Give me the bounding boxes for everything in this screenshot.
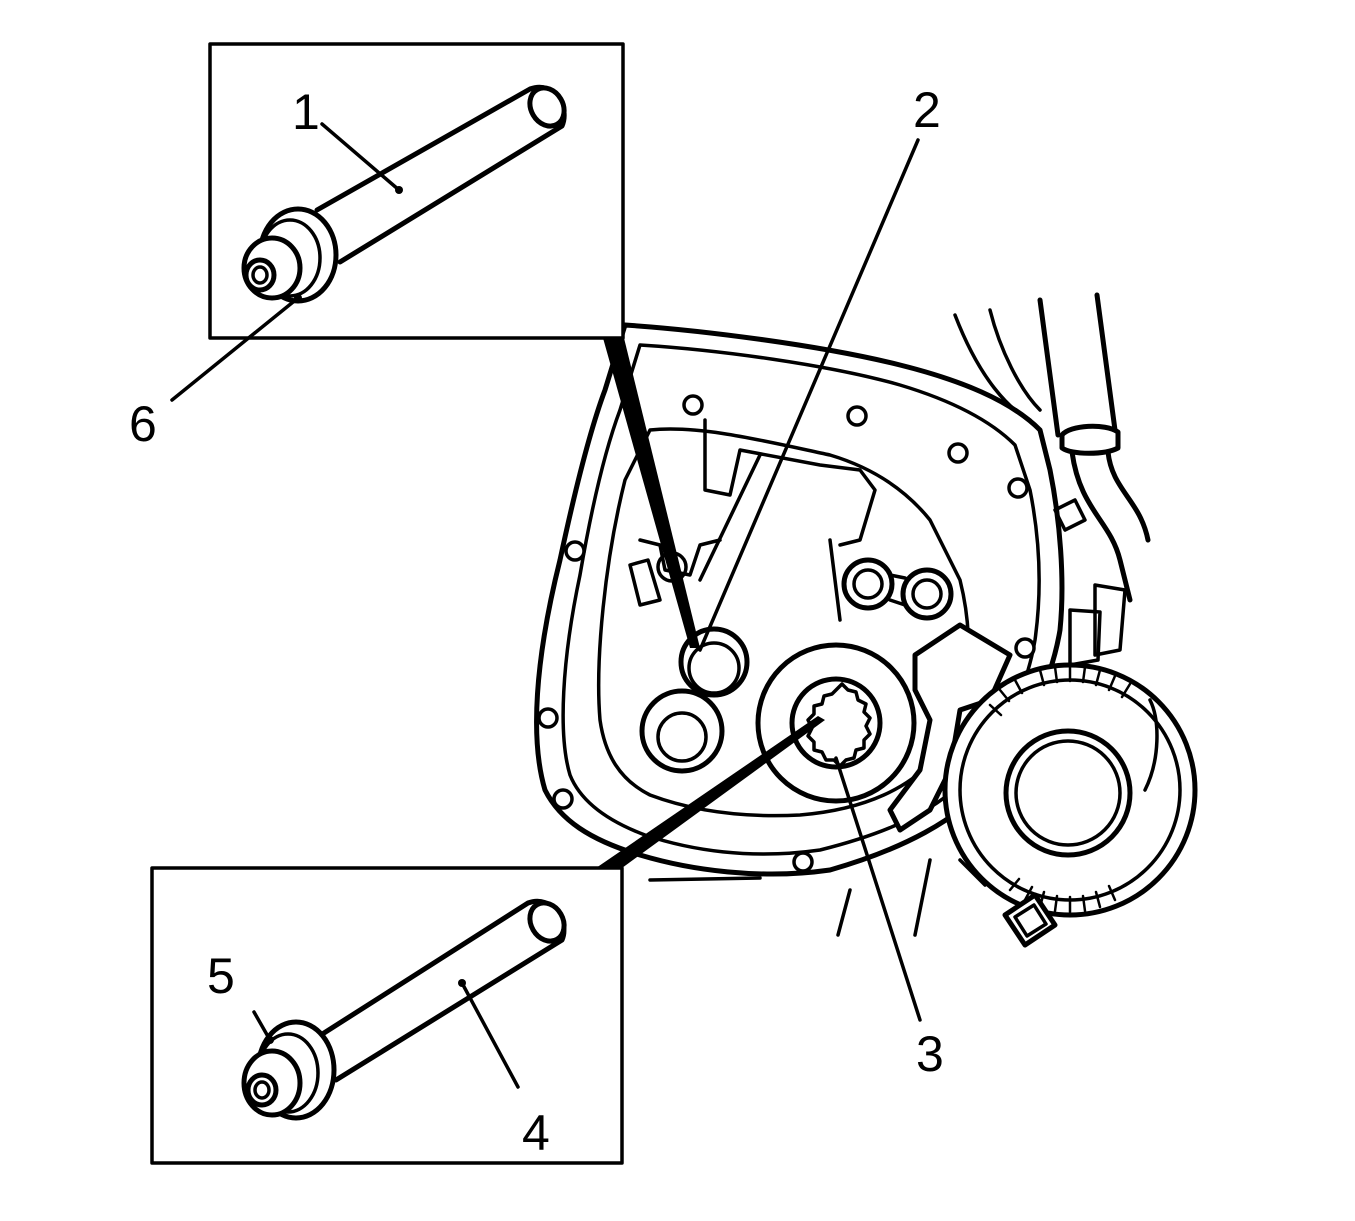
callout-4: 4 [522, 1105, 550, 1161]
callout-2: 2 [913, 82, 941, 138]
leader-lines [698, 138, 922, 1022]
right-side-components [942, 292, 1198, 948]
inset-tool-upper [170, 42, 700, 648]
inset-tool-lower [150, 716, 825, 1165]
callout-3: 3 [916, 1026, 944, 1082]
callout-5: 5 [207, 948, 235, 1004]
callout-6: 6 [129, 396, 157, 452]
transaxle-case [534, 322, 1065, 937]
callout-1: 1 [292, 84, 320, 140]
gear-teeth [988, 664, 1132, 914]
